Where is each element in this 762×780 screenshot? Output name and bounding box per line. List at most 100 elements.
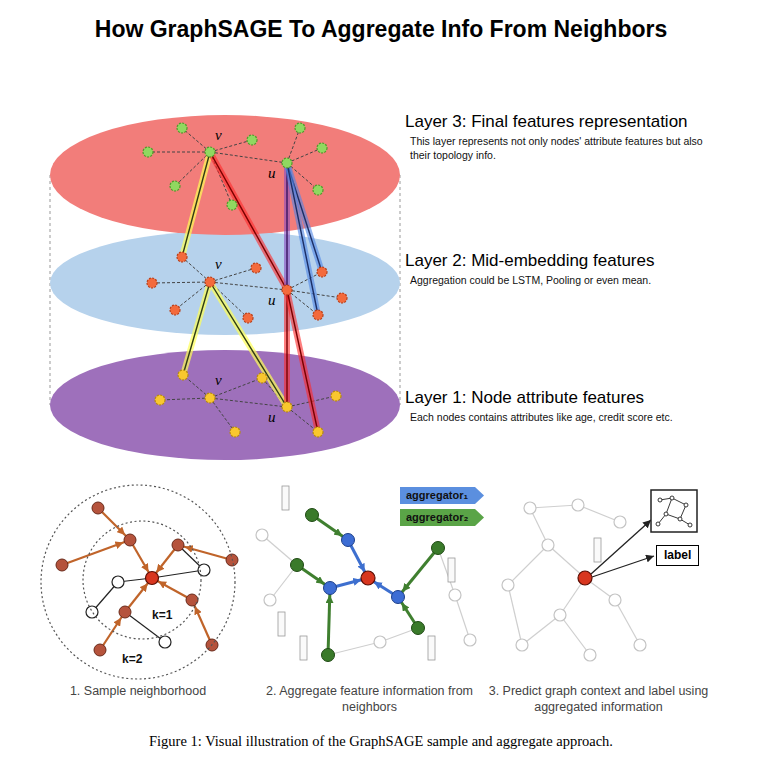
graph-node [295,123,305,133]
graph-node [313,185,323,195]
sampled-node [172,539,184,551]
graph-edge [210,398,287,407]
graph-node [282,158,292,168]
feature-vector [278,612,285,636]
link-line [210,152,287,290]
graph-edge [287,272,322,290]
sampled-node [119,606,131,618]
sampled-node [124,534,136,546]
sample-graph [56,502,238,656]
graph-node [257,373,267,383]
label-box: label [656,545,699,566]
aggregator-arrow-body [400,509,484,526]
graph-node [282,402,292,412]
graph-node [524,502,536,514]
node-name: u [267,293,277,308]
graph-edge [438,548,455,595]
graph-node [542,539,554,551]
link-line [286,163,287,290]
graph-edge [160,398,210,400]
link-glow [210,152,287,290]
node-name: v [214,257,223,272]
stack-guide [50,175,51,405]
link-line [183,282,210,375]
feature-vector [448,558,455,582]
graph-node [143,147,153,157]
layer-heading: Layer 3: Final features representation [405,112,757,132]
graph-edges [148,128,342,432]
graph-edge [578,505,620,522]
hop-circle: k=2 k=1 [40,484,236,680]
graph-node [337,293,347,303]
graph-node [282,285,292,295]
graph-node [177,252,187,262]
graph-node [609,594,621,606]
target-node [361,571,375,585]
layer-nodes [143,123,347,437]
sampled-node [56,559,68,571]
feature-vector [282,486,289,510]
graph-edge [210,398,235,432]
graph-edge [522,615,560,645]
layer-note: Each nodes contains attributes like age,… [410,411,710,425]
graph-edge [508,585,522,645]
graph-node [502,579,514,591]
neighbor-node [432,542,445,555]
hop-circle-line [41,485,235,679]
graph-node [572,499,584,511]
graph-edge [615,600,640,645]
graph-edge [328,642,380,655]
icon-node [670,496,674,500]
node-name: v [214,128,223,143]
icon-edge [666,498,672,514]
graph-icon [656,496,692,527]
graph-node [177,123,187,133]
graph-node [155,395,165,405]
graph-edge [152,282,210,283]
box-label: label [657,546,698,565]
graph-node [86,606,98,618]
aggregator-arrow: aggregator₂ [400,509,483,526]
sampled-node [186,594,198,606]
graph-node [313,427,323,437]
stack-guide [400,175,401,405]
graph-icon-box [651,490,697,532]
sample-arrow [62,540,130,565]
feature-vector [594,538,601,562]
layer-note: This layer represents not only nodes' at… [410,135,710,162]
graph-node [464,634,476,646]
hop-circle-line [83,521,201,639]
graph-edge [148,152,210,153]
graph-node [178,370,188,380]
graph-edge [530,505,578,508]
graph-node [112,576,124,588]
graph-edge [210,282,287,290]
hop-circle-outline [40,484,236,680]
icon-node [658,498,662,502]
graph-node [584,649,596,661]
graph-node [449,589,461,601]
link-line [287,163,318,315]
link-glow [182,152,210,257]
graph-node [159,636,171,648]
sample-arrow [178,545,232,560]
hop-label: k=2 [122,652,142,666]
link-line [286,290,287,407]
aggregator-label: aggregator₂ [400,509,483,526]
neighbor-node [342,534,355,547]
graph-edge [287,148,322,163]
link-glow [210,282,287,407]
graph-node [205,277,215,287]
aggregate-arrow [398,548,438,597]
layer-heading: Layer 1: Node attribute features [405,388,757,408]
link-line [287,290,318,432]
graph-edge [560,615,590,655]
graph-node [264,594,276,606]
layer-disc [50,350,400,460]
hop-circle: k=1 [82,520,202,640]
icon-node [678,517,682,521]
graph-node [170,181,180,191]
graph-node [614,516,626,528]
graph-node [170,305,180,315]
neighbor-node [324,582,337,595]
